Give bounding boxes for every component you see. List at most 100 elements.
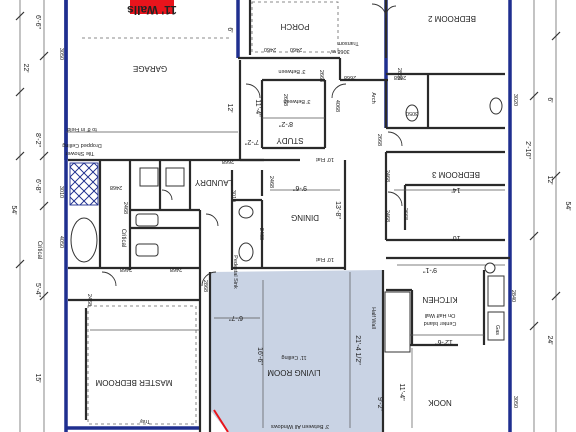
tile-shower xyxy=(69,162,99,206)
dim-nook-11-4: 11'-4" xyxy=(398,383,405,401)
note-dropped-ceiling: Dropped Ceiling xyxy=(62,142,101,148)
kitchen-island xyxy=(384,291,411,353)
note-critical-2: Critical xyxy=(120,229,126,247)
code-d22: 3050 xyxy=(406,110,418,116)
dim-kitchen-12-6: 12'-6" xyxy=(435,338,453,345)
pedestal-sink xyxy=(238,205,254,219)
note-critical-1: Critical xyxy=(36,241,42,259)
note-flat-top: 10' Flat xyxy=(316,156,334,162)
room-labels: GARAGE PORCH BEDROOM 2 STUDY LAUNDRY BED… xyxy=(95,14,480,407)
room-kitchen: KITCHEN xyxy=(422,295,457,304)
note-half-wall-living: Half Wall xyxy=(370,307,376,329)
dim-right-24: 24' xyxy=(546,335,553,344)
dimension-labels: 22' 54' 8'-2" 6'-8" 5'-4" 15' 6'-6" 6' 1… xyxy=(10,15,571,411)
code-d23: 3010 xyxy=(58,186,64,198)
dim-right-2-10: 2'-10" xyxy=(524,141,531,159)
room-garage: GARAGE xyxy=(133,64,167,73)
dim-living-6-7: 6'-7" xyxy=(229,314,243,321)
code-d13: 2468 xyxy=(120,266,132,272)
toilet-2 xyxy=(405,104,419,122)
fridge xyxy=(487,311,505,341)
code-d18: 2468 xyxy=(268,176,274,188)
note-windows-between: 3' Between All Windows xyxy=(271,423,329,429)
code-d9: 2668 xyxy=(402,208,408,220)
code-d16: 2468 xyxy=(258,228,264,240)
tub xyxy=(70,217,98,263)
room-nook: NOOK xyxy=(428,398,452,407)
note-transom: Transom xyxy=(337,40,359,46)
door-swings xyxy=(101,3,403,287)
room-master-bedroom: MASTER BEDROOM xyxy=(95,378,172,387)
note-gas: Gas xyxy=(494,325,500,335)
code-d1: 3068 w/ xyxy=(330,48,350,54)
dryer xyxy=(165,167,185,187)
interior-walls xyxy=(68,0,510,432)
code-d6: 2668 xyxy=(344,74,356,80)
code-d8: 2668 xyxy=(376,134,382,146)
notes: Tile Shower Dropped Ceiling to 8' in Fie… xyxy=(62,40,500,429)
dim-right-54: 54' xyxy=(564,201,571,210)
dim-study-11-4: 11'-4" xyxy=(254,99,261,117)
dim-top-6-6: 6'-6" xyxy=(34,15,41,29)
code-d2: 2460 xyxy=(264,46,276,52)
note-living-ceiling: 11' Ceiling xyxy=(281,354,306,360)
vanity-sink-2 xyxy=(135,243,159,257)
dim-living-21: 21'-4 1/2" xyxy=(354,335,361,365)
dimension-lines xyxy=(19,0,557,432)
code-d30: 2668 xyxy=(282,94,288,106)
exterior-walls xyxy=(64,0,512,432)
code-d14: 2468 xyxy=(170,266,182,272)
dim-dining-9-6: 9'-6" xyxy=(293,184,307,191)
dim-left-8-2: 8'-2" xyxy=(34,133,41,147)
note-to-8-field: to 8' in Field xyxy=(67,126,96,132)
dim-bed3-10: 10' xyxy=(451,234,460,241)
range xyxy=(487,275,505,307)
sink-kitchen xyxy=(484,262,496,274)
door-codes: 3068 w/ 2460 2460 2668 4068 2668 2668 26… xyxy=(58,46,518,408)
room-living-room: LIVING ROOM xyxy=(267,368,321,377)
code-d26: 3020 xyxy=(512,94,518,106)
dim-living-16-6: 16'-6" xyxy=(256,347,263,365)
dim-top-6: 6' xyxy=(226,27,233,32)
banner-box xyxy=(130,0,174,14)
code-d11: 2468 xyxy=(110,184,122,190)
code-d27: 2468 xyxy=(384,210,390,222)
note-study-between: 3' Between xyxy=(283,98,310,104)
code-d3: 2460 xyxy=(290,46,302,52)
dim-left-6-8: 6'-8" xyxy=(34,179,41,193)
dim-dining-13: 13'-8" xyxy=(334,201,341,219)
note-center-island: Center Island xyxy=(424,320,457,326)
code-d7: 2668 xyxy=(394,74,406,80)
dim-right-6: 6' xyxy=(546,97,553,102)
code-d5: 4068 xyxy=(334,100,340,112)
code-d24: 3010 xyxy=(230,190,236,202)
code-d20: 3050 xyxy=(58,48,64,60)
dim-right-12: 12' xyxy=(546,175,553,184)
walls-banner: 11' Walls xyxy=(127,3,177,17)
code-d10: 2468 xyxy=(384,170,390,182)
code-d15: 2668 xyxy=(222,158,234,164)
dim-left-15: 15' xyxy=(34,373,41,382)
room-study: STUDY xyxy=(276,136,304,145)
note-pedestal-sink: Pedestal Sink xyxy=(232,255,238,289)
note-tray: Tray xyxy=(139,418,150,424)
room-laundry: LAUNDRY xyxy=(194,178,233,187)
dim-left-22: 22' xyxy=(22,63,29,72)
room-dining: DINING xyxy=(291,213,319,222)
toilet-3 xyxy=(489,97,503,115)
living-room-fill xyxy=(210,270,383,432)
room-porch: PORCH xyxy=(280,22,309,31)
note-porch-between: 3' Between xyxy=(278,68,305,74)
dim-kitchen-9-1: 9'-1" xyxy=(423,266,437,273)
code-d21: 3050 xyxy=(512,396,518,408)
code-d17: 2468 xyxy=(86,294,92,306)
washer xyxy=(139,167,159,187)
code-d25: 4050 xyxy=(58,236,64,248)
critical-notes: Critical Critical xyxy=(36,229,126,259)
dim-bed3-14: 14' xyxy=(451,186,460,193)
room-bedroom3: BEDROOM 3 xyxy=(431,170,480,179)
room-bedroom2: BEDROOM 2 xyxy=(427,14,476,23)
red-marks xyxy=(130,0,229,432)
garage-dashed xyxy=(82,1,339,425)
note-arch: Arch xyxy=(370,92,376,103)
